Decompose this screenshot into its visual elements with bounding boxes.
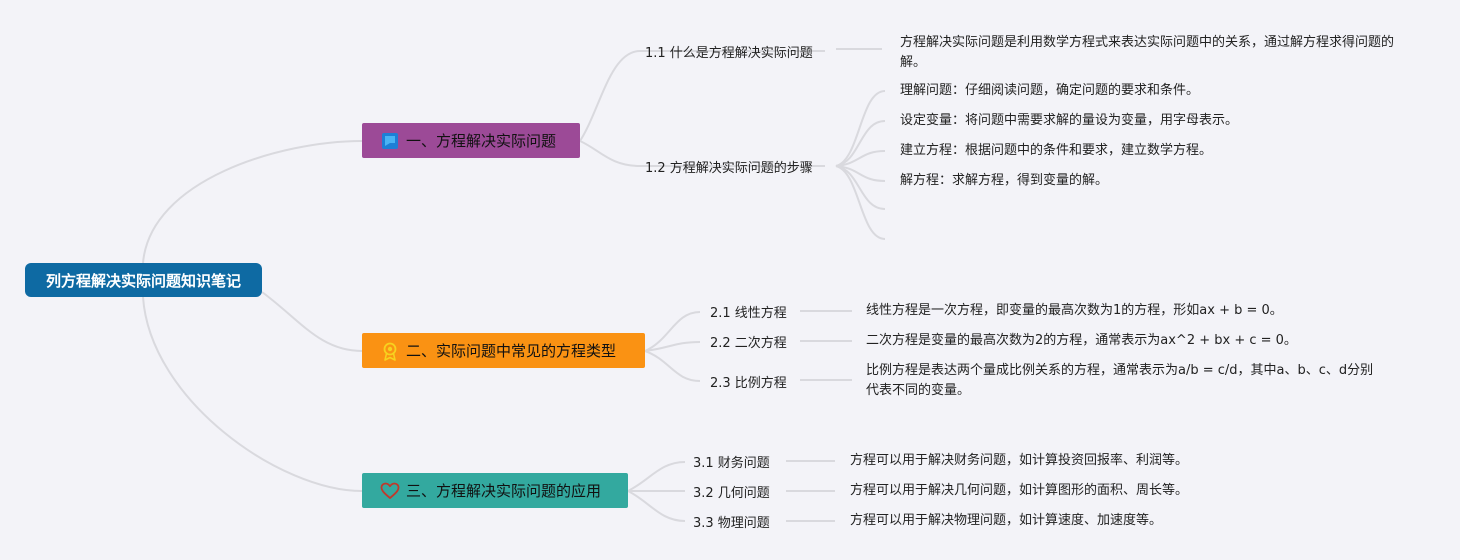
root-title: 列方程解决实际问题知识笔记 — [45, 271, 241, 290]
leaf-3-3-1: 方程可以用于解决物理问题，如计算速度、加速度等。 — [850, 513, 1163, 528]
leaf-2-2-1: 二次方程是变量的最高次数为2的方程，通常表示为ax^2 + bx + c = 0… — [866, 333, 1297, 348]
sub-node-3-2[interactable]: 3.2 几何问题 — [693, 486, 770, 501]
leaf-3-2-1: 方程可以用于解决几何问题，如计算图形的面积、周长等。 — [850, 483, 1189, 498]
leaf-1-2-2: 设定变量：将问题中需要求解的量设为变量，用字母表示。 — [900, 113, 1239, 128]
connector-b1-sub2 — [579, 140, 825, 167]
sub-node-2-1[interactable]: 2.1 线性方程 — [710, 306, 787, 321]
sub-node-3-3[interactable]: 3.3 物理问题 — [693, 516, 770, 531]
leaf-1-2-3: 建立方程：根据问题中的条件和要求，建立数学方程。 — [900, 143, 1213, 158]
award-icon — [380, 341, 400, 361]
connector-b1-sub1 — [579, 50, 825, 142]
branch-node-1[interactable]: 一、方程解决实际问题 — [362, 123, 580, 158]
leaf-3-1-1: 方程可以用于解决财务问题，如计算投资回报率、利润等。 — [850, 453, 1189, 468]
connector-b2-sub3 — [644, 350, 701, 382]
branch-title-2: 二、实际问题中常见的方程类型 — [406, 342, 617, 360]
connector-root-branch2 — [261, 291, 363, 352]
branch-title-3: 三、方程解决实际问题的应用 — [406, 482, 602, 500]
connector-sub12-leaf1 — [835, 90, 886, 167]
sub-node-3-1[interactable]: 3.1 财务问题 — [693, 456, 770, 471]
leaf-1-1-1: 方程解决实际问题是利用数学方程式来表达实际问题中的关系，通过解方程求得问题的解。 — [900, 35, 1395, 70]
sub-node-2-3[interactable]: 2.3 比例方程 — [710, 376, 787, 391]
branch-title-1: 一、方程解决实际问题 — [406, 132, 557, 150]
connector-b2-sub1 — [644, 311, 701, 352]
branch-node-3[interactable]: 三、方程解决实际问题的应用 — [362, 473, 628, 508]
leaf-1-2-1: 理解问题：仔细阅读问题，确定问题的要求和条件。 — [900, 83, 1200, 98]
branch-node-2[interactable]: 二、实际问题中常见的方程类型 — [362, 333, 645, 368]
leaf-2-3-1: 比例方程是表达两个量成比例关系的方程，通常表示为a/b = c/d，其中a、b、… — [866, 363, 1374, 398]
sub-node-1-2[interactable]: 1.2 方程解决实际问题的步骤 — [645, 161, 813, 176]
leaf-1-2-4: 解方程：求解方程，得到变量的解。 — [900, 173, 1109, 188]
connector-root-branch1 — [142, 140, 363, 264]
leaf-2-1-1: 线性方程是一次方程，即变量的最高次数为1的方程，形如ax + b = 0。 — [866, 303, 1283, 318]
connector-b2-sub2 — [644, 341, 701, 352]
connector-sub12-leaf2 — [835, 120, 886, 167]
sub-node-1-1[interactable]: 1.1 什么是方程解决实际问题 — [645, 46, 813, 61]
connector-sub12-leaf3 — [835, 150, 886, 167]
flag-icon — [380, 131, 400, 151]
connector-sub12-leaf5 — [835, 165, 886, 210]
heart-icon — [380, 481, 400, 501]
connector-b3-sub1 — [627, 461, 686, 492]
connector-b3-sub3 — [627, 490, 686, 522]
connector-sub12-leaf6 — [835, 165, 886, 240]
root-node[interactable]: 列方程解决实际问题知识笔记 — [25, 263, 262, 297]
connector-root-branch3 — [142, 296, 363, 492]
sub-node-2-2[interactable]: 2.2 二次方程 — [710, 336, 787, 351]
